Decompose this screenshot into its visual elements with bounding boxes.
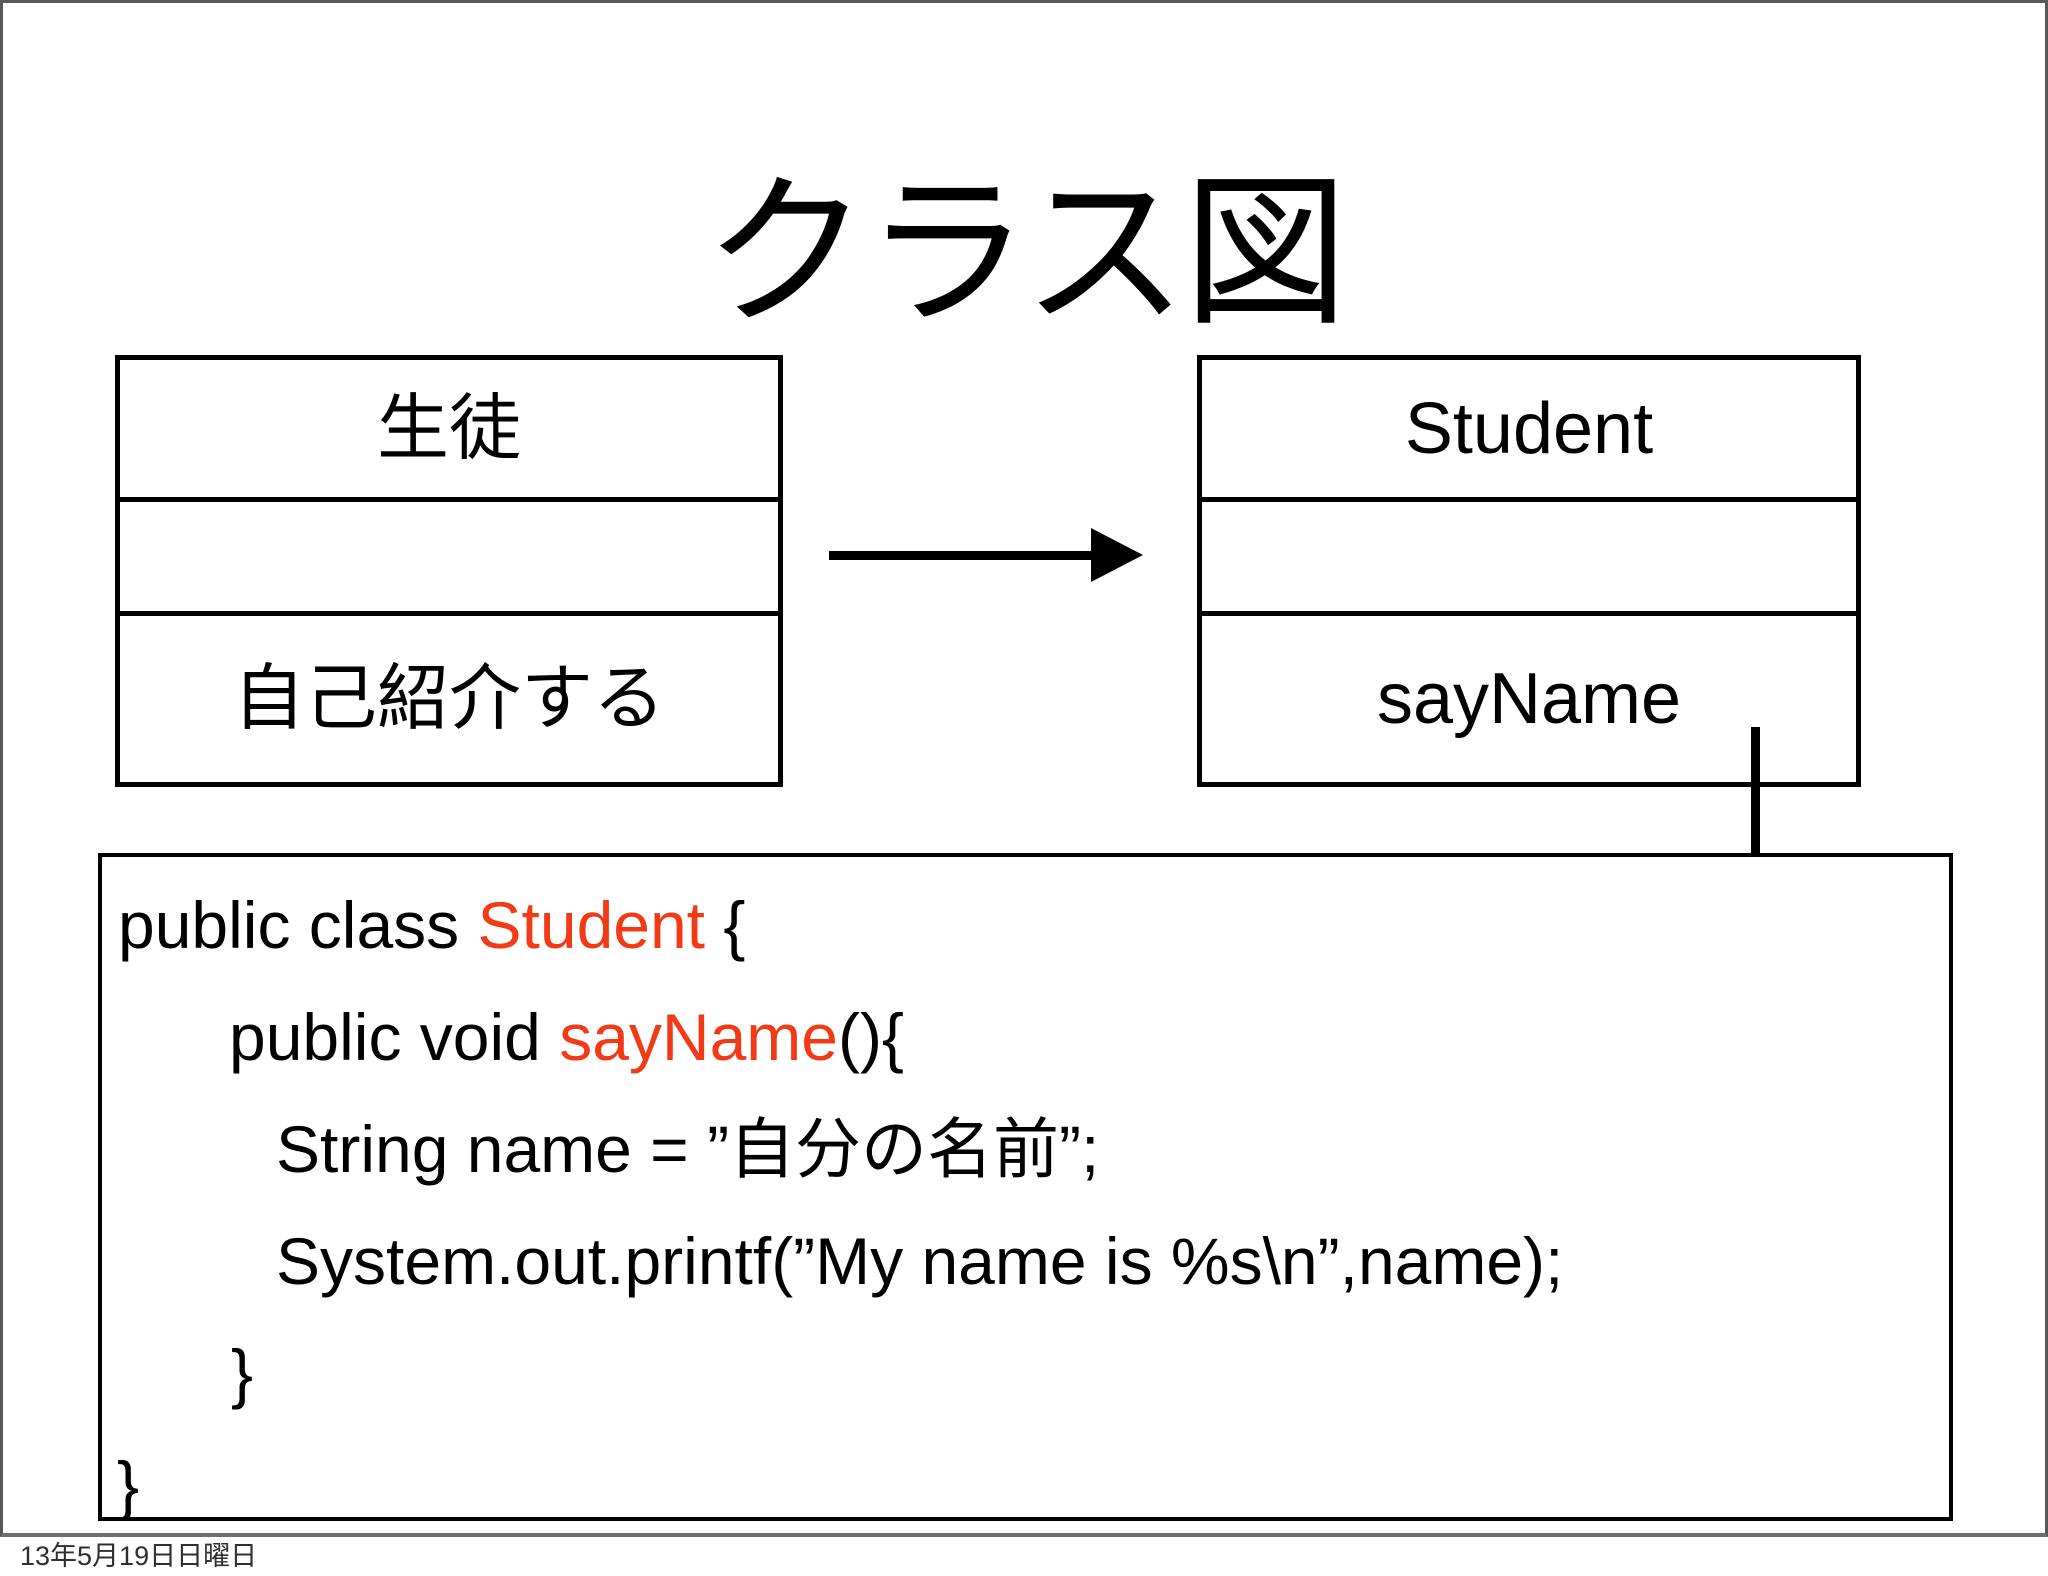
code-text: System.out.printf(”My name is %s\n”,name… <box>276 1224 1564 1298</box>
uml-class-box-japanese: 生徒 自己紹介する <box>115 355 783 787</box>
code-text: } <box>117 1448 140 1521</box>
footer: 13年5月19日日曜日 <box>0 1537 2048 1576</box>
code-line: public void sayName(){ <box>102 981 1949 1093</box>
slide-canvas: クラス図 生徒 自己紹介する Student sayName <box>0 0 2048 1537</box>
code-text: String name = ”自分の名前”; <box>276 1112 1100 1186</box>
code-text: } <box>231 1336 254 1410</box>
code-line: } <box>102 1317 1949 1429</box>
code-text: public class <box>118 888 478 962</box>
code-method-name: sayName <box>559 1000 838 1074</box>
down-arrow-shaft <box>1751 727 1760 883</box>
code-line: public class Student { <box>102 869 1949 981</box>
code-text: public void <box>229 1000 560 1074</box>
code-text: { <box>705 888 746 962</box>
class-name-cell: 生徒 <box>120 360 778 502</box>
code-line: System.out.printf(”My name is %s\n”,name… <box>102 1205 1949 1317</box>
class-method-cell: sayName <box>1202 616 1856 782</box>
code-text: (){ <box>837 1000 904 1074</box>
code-class-name: Student <box>477 888 706 962</box>
code-line: } <box>102 1429 1949 1521</box>
class-name-label: 生徒 <box>376 388 521 469</box>
class-method-label: 自己紹介する <box>232 659 665 739</box>
right-arrow-head <box>1091 528 1143 582</box>
right-arrow-icon <box>829 528 1143 582</box>
uml-class-box-english: Student sayName <box>1197 355 1861 787</box>
class-name-label: Student <box>1404 388 1654 469</box>
right-arrow-shaft <box>829 551 1097 560</box>
class-name-cell: Student <box>1202 360 1856 502</box>
slide-title: クラス図 <box>703 161 1349 345</box>
class-method-label: sayName <box>1376 659 1682 739</box>
code-box: public class Student { public void sayNa… <box>98 853 1953 1521</box>
class-attributes-cell <box>120 502 778 616</box>
code-line: String name = ”自分の名前”; <box>102 1093 1949 1205</box>
class-attributes-cell <box>1202 502 1856 616</box>
slide-date: 13年5月19日日曜日 <box>20 1541 258 1571</box>
class-method-cell: 自己紹介する <box>120 616 778 782</box>
